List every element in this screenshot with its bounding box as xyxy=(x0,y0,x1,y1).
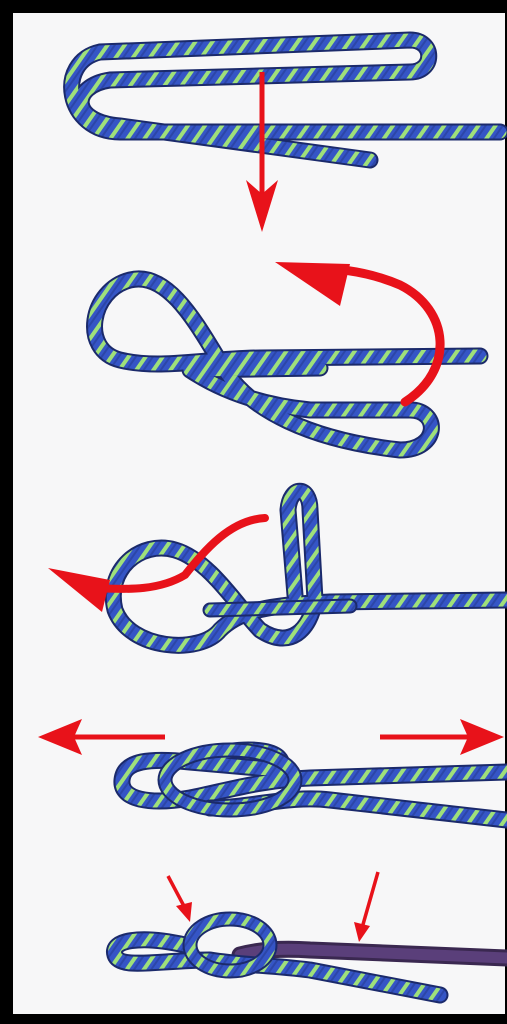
step-5-arrow-right xyxy=(354,872,378,942)
step-5-rope xyxy=(114,919,507,995)
step-3-rope xyxy=(113,491,507,645)
step-1-rope xyxy=(72,40,500,160)
knot-steps-illustration xyxy=(10,10,507,1024)
step-4-rope xyxy=(122,750,507,820)
step-4-arrow-right xyxy=(380,719,504,755)
step-4-arrow-left xyxy=(38,719,165,755)
step-5-arrow-left xyxy=(168,876,192,922)
step-2-arrow xyxy=(275,262,440,402)
